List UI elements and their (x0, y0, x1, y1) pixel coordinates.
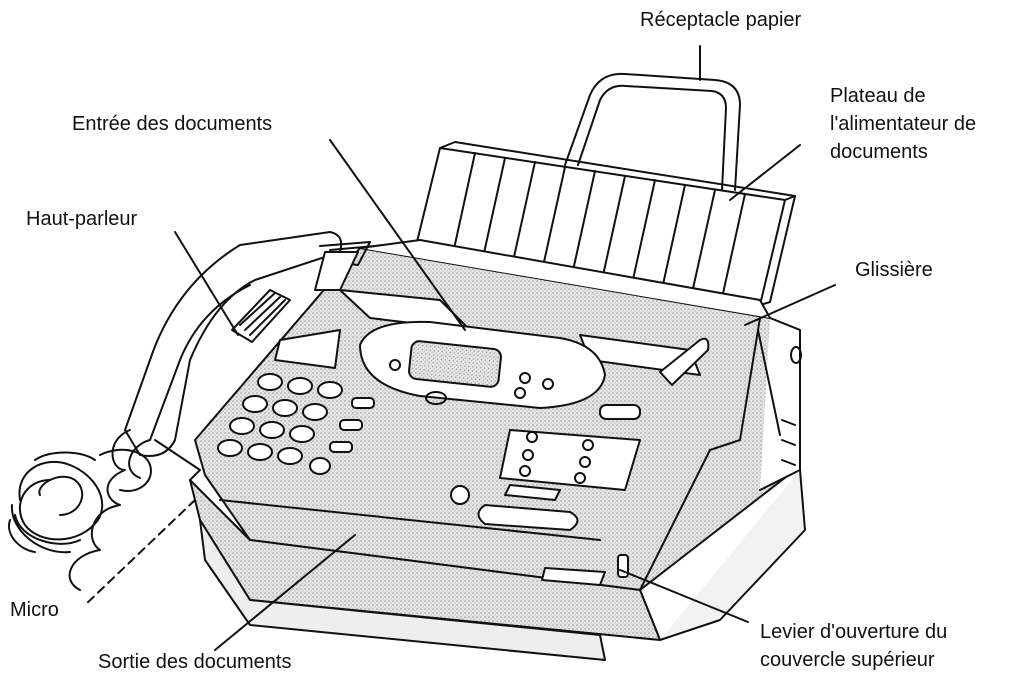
label-plateau-line-3: documents (830, 141, 928, 163)
label-plateau-alimentateur: Plateau de l'alimentateur de documents (830, 82, 976, 166)
label-plateau-line-1: Plateau de (830, 85, 926, 107)
leader-lines (84, 45, 836, 651)
label-levier-line-1: Levier d'ouverture du (760, 621, 948, 643)
fax-front-shape (189, 479, 661, 661)
label-levier-ouverture: Levier d'ouverture du couvercle supérieu… (760, 618, 947, 674)
paper-receptacle-shape (564, 72, 741, 191)
label-haut-parleur: Haut-parleur (26, 208, 138, 230)
fax-body-shape (194, 239, 801, 591)
label-glissiere: Glissière (855, 259, 933, 281)
label-entree-documents: Entrée des documents (72, 113, 273, 135)
coiled-cord-shape (8, 429, 152, 591)
label-sortie-documents: Sortie des documents (98, 651, 292, 673)
label-receptacle-papier: Réceptacle papier (640, 9, 802, 31)
handset-shape (124, 231, 376, 481)
label-levier-line-2: couvercle supérieur (760, 649, 935, 671)
label-micro: Micro (10, 599, 59, 621)
label-plateau-line-2: l'alimentateur de (830, 113, 977, 135)
fax-side-shape (639, 317, 806, 641)
document-feeder-tray-shape (414, 141, 796, 306)
